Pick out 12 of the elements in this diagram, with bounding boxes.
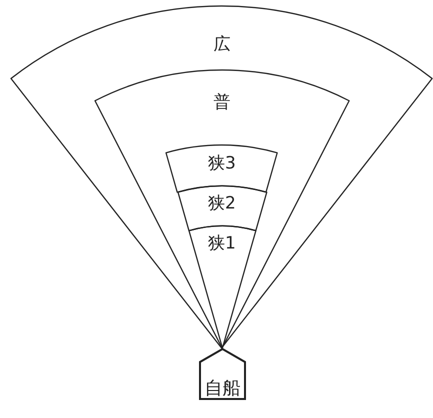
sector-zone: [10, 5, 433, 348]
sector-zone: [188, 225, 256, 348]
zone-label: 普: [213, 94, 230, 112]
zone-label: 狭3: [208, 156, 236, 172]
sector-zone: [94, 69, 350, 348]
sector-zone: [165, 144, 279, 194]
ship-marker: [199, 348, 246, 400]
zone-label: 狭2: [208, 196, 236, 212]
zone-label: 広: [213, 36, 230, 54]
zone-label: 狭1: [208, 236, 236, 252]
ship-label: 自船: [204, 380, 240, 398]
sector-zone: [176, 185, 268, 232]
